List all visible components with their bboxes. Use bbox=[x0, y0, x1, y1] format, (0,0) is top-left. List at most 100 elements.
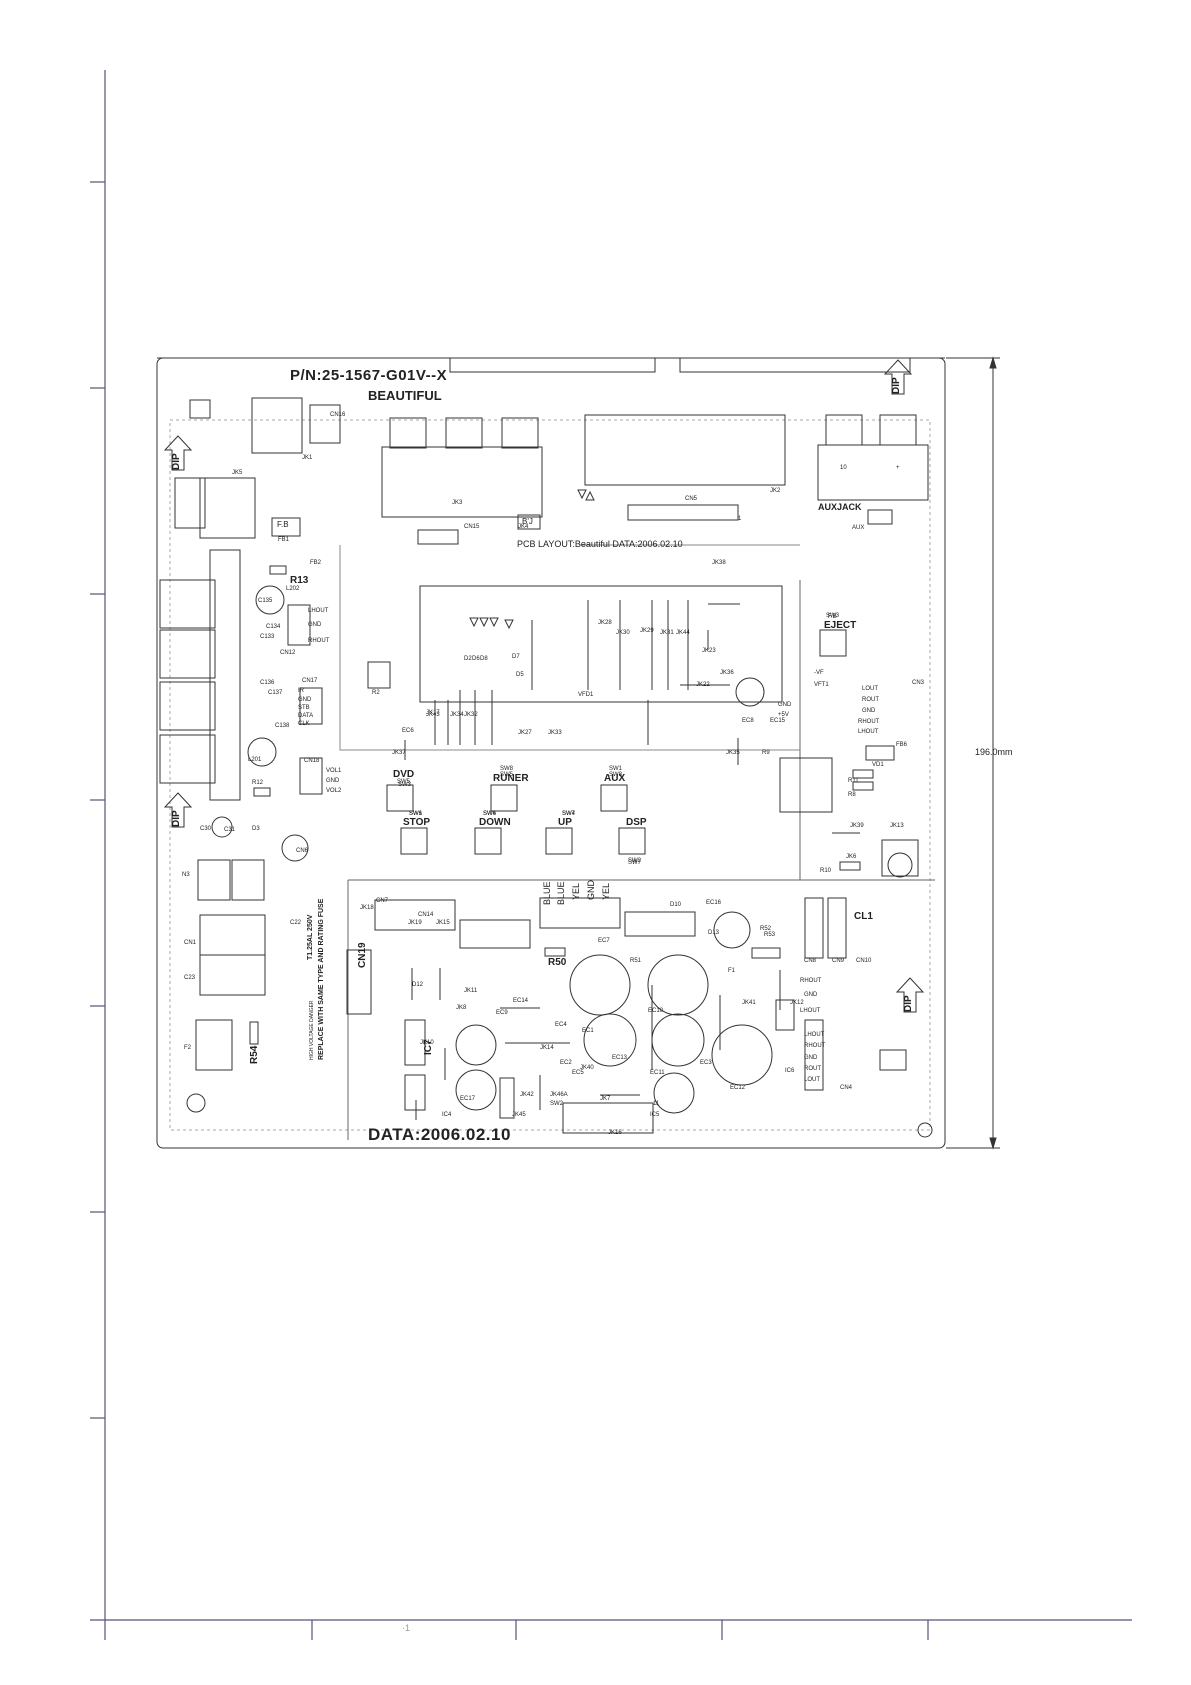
ref-designator: VD1 bbox=[872, 762, 884, 768]
ref-designator: CN10 bbox=[856, 958, 872, 964]
ref-designator: C135 bbox=[258, 598, 273, 604]
ref-designator: EC9 bbox=[496, 1010, 508, 1016]
cn13-pin: +5V bbox=[778, 712, 789, 718]
cn8-pin: GND bbox=[804, 992, 818, 998]
ref-designator: JK19 bbox=[408, 920, 422, 926]
ref-designator: JK7 bbox=[600, 1096, 611, 1102]
date-stamp: DATA:2006.02.10 bbox=[368, 1125, 511, 1144]
ref-designator: F2 bbox=[184, 1045, 192, 1051]
ref-designator: JK22 bbox=[696, 682, 710, 688]
ref-designator: CN15 bbox=[464, 524, 480, 530]
aux-label: AUX bbox=[852, 525, 865, 531]
ref-designator: JK11 bbox=[464, 988, 478, 994]
cn3-pin: LOUT bbox=[862, 686, 879, 692]
button-label-down: DOWN bbox=[479, 817, 511, 828]
cn17-pin: CLK bbox=[298, 721, 310, 727]
cn2-pin: BLUE bbox=[556, 881, 566, 905]
ref-designator: JK40 bbox=[580, 1065, 594, 1071]
button-ref: SW2 bbox=[628, 858, 642, 864]
left-jacks bbox=[159, 477, 391, 801]
cn3-pin: ROUT bbox=[862, 697, 879, 703]
ref-designator: C30 bbox=[200, 826, 212, 832]
ref-designator: JK14 bbox=[540, 1045, 554, 1051]
ref-designator: JK12 bbox=[790, 1000, 804, 1006]
ref-designator: JK34 bbox=[450, 712, 464, 718]
ref-designator: JK41 bbox=[742, 1000, 756, 1006]
vfd-label: VFD1 bbox=[578, 692, 594, 698]
ref-designator: EC5 bbox=[572, 1070, 584, 1076]
ref-designator: D8 bbox=[480, 656, 488, 662]
ref-designator: EC11 bbox=[650, 1070, 665, 1076]
cn17-pin: GND bbox=[298, 697, 312, 703]
ref-designator: D10 bbox=[670, 902, 682, 908]
ref-designator: D3 bbox=[252, 826, 260, 832]
ref-designator: CN9 bbox=[832, 958, 845, 964]
fuse-warning: REPLACE WITH SAME TYPE AND RATING FUSE bbox=[318, 898, 325, 1060]
l202-pin: LHOUT bbox=[308, 608, 329, 614]
ref-designator: SW6 bbox=[483, 811, 497, 817]
board-outline bbox=[156, 357, 946, 1149]
ref-designator: JK32 bbox=[464, 712, 478, 718]
cn4-pin: LHOUT bbox=[804, 1032, 825, 1038]
ref-designator: EC2 bbox=[560, 1060, 572, 1066]
auxjack-label: AUXJACK bbox=[818, 502, 862, 512]
ref-designator: C22 bbox=[290, 920, 302, 926]
ref-designator: C133 bbox=[260, 634, 275, 640]
ref-designator: R53 bbox=[764, 932, 776, 938]
button-ref: SW6 bbox=[409, 811, 423, 817]
ref-designator: 10 bbox=[840, 465, 847, 471]
ref-designator: JK13 bbox=[890, 823, 904, 829]
ref-designator: CN1 bbox=[184, 940, 197, 946]
title-block-cell: ·1 bbox=[402, 1623, 411, 1633]
ref-designator: CN3 bbox=[912, 680, 925, 686]
cn2-pin: YEL bbox=[601, 882, 611, 900]
ref-designator: R10 bbox=[820, 868, 832, 874]
cn4-pin: RHOUT bbox=[804, 1043, 826, 1049]
ref-designator: R12 bbox=[252, 780, 264, 786]
button-label-stop: STOP bbox=[403, 817, 431, 828]
ref-designator: JK27 bbox=[518, 730, 532, 736]
drawing-frame bbox=[90, 70, 1132, 1640]
ref-designator: CN12 bbox=[280, 650, 296, 656]
button-label-eject: EJECT bbox=[824, 620, 857, 631]
ref-designator: C134 bbox=[266, 624, 281, 630]
ref-designator: R8 bbox=[848, 792, 856, 798]
cn3-pin: RHOUT bbox=[858, 719, 880, 725]
ref-designator: JK18 bbox=[360, 905, 374, 911]
button-ref: SW7 bbox=[562, 811, 576, 817]
ref-designator: CN17 bbox=[302, 678, 318, 684]
ref-designator: D5 bbox=[516, 672, 524, 678]
ref-designator: JK45 bbox=[512, 1112, 526, 1118]
ref-designator: CN7 bbox=[376, 898, 389, 904]
ref-designator: C136 bbox=[260, 680, 275, 686]
ref-designator: IC6 bbox=[785, 1068, 795, 1074]
cn18-pin: GND bbox=[326, 778, 340, 784]
ref-designator: CN14 bbox=[418, 912, 434, 918]
dip-label: DIP bbox=[171, 810, 182, 827]
ref-designator: JK29 bbox=[640, 628, 654, 634]
l202-pin: GND bbox=[308, 622, 322, 628]
vfd-display bbox=[419, 585, 833, 813]
cn17-pin: DATA bbox=[298, 713, 314, 719]
power-section bbox=[189, 399, 919, 1134]
cn18-pin: VOL2 bbox=[326, 788, 342, 794]
ref-designator: C137 bbox=[268, 690, 283, 696]
ref-designator: JK44 bbox=[676, 630, 690, 636]
ref-designator: JK4 bbox=[518, 524, 529, 530]
led-symbols bbox=[469, 489, 595, 630]
resistors bbox=[249, 565, 895, 1045]
ref-designator: EC1 bbox=[582, 1028, 594, 1034]
ref-designator: JK42 bbox=[520, 1092, 534, 1098]
ref-designator: L202 bbox=[286, 586, 300, 592]
ref-designator: JK16 bbox=[608, 1130, 622, 1136]
ref-designator: FB1 bbox=[278, 537, 290, 543]
ref-designator: JK30 bbox=[616, 630, 630, 636]
r13-label: R13 bbox=[290, 575, 309, 586]
cn4-pin: GND bbox=[804, 1055, 818, 1061]
dip-label: DIP bbox=[891, 377, 902, 394]
cn8-pin: RHOUT bbox=[800, 978, 822, 984]
cn13-pin: GND bbox=[778, 702, 792, 708]
ref-designator: JK2 bbox=[770, 488, 781, 494]
ref-designator: EC3 bbox=[700, 1060, 712, 1066]
ref-designator: EC12 bbox=[730, 1085, 746, 1091]
